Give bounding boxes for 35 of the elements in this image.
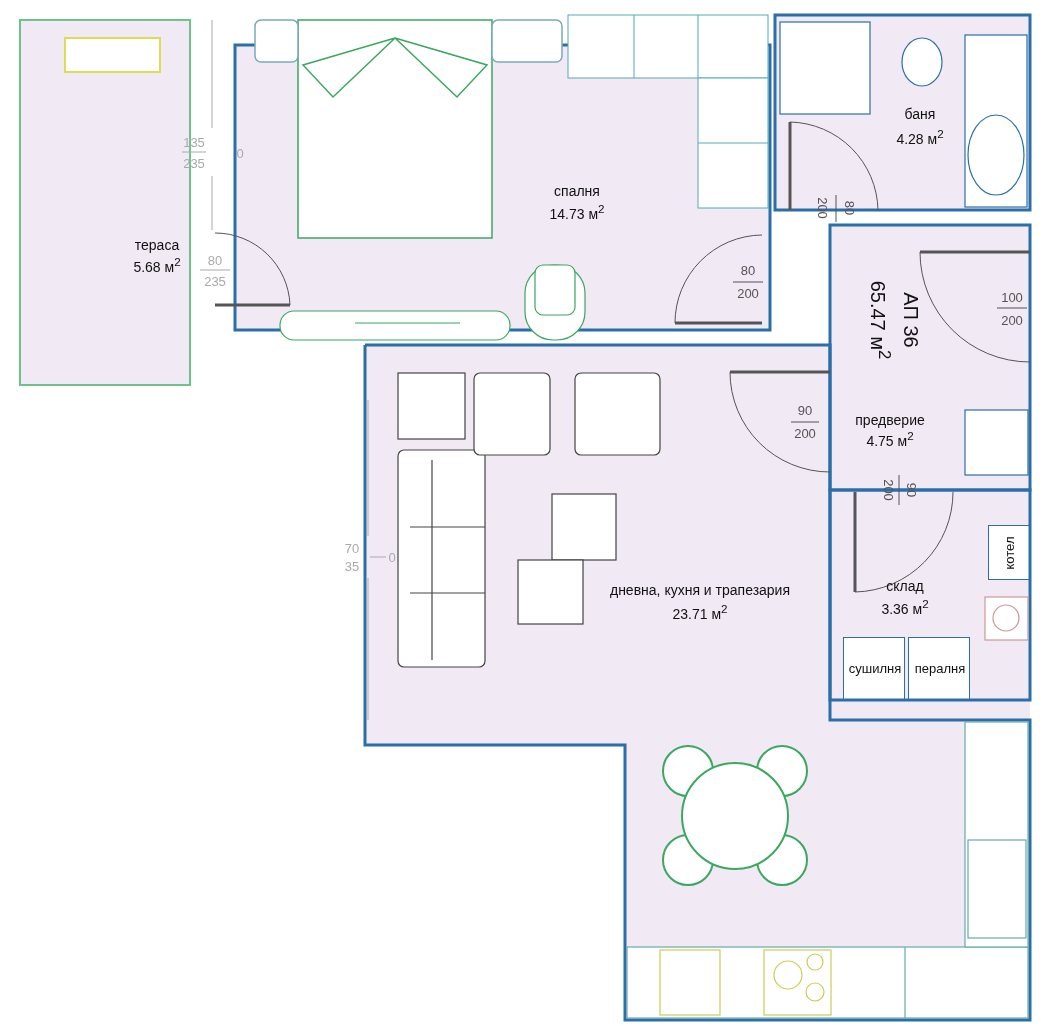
room-area-value: 5.68 м$^{2}$ (133, 256, 181, 276)
window-dimension: 0 (236, 145, 244, 161)
room-area-value: 14.73 м$^{2}$ (549, 203, 605, 223)
room-name: спалня (554, 184, 600, 200)
room-area-value: 4.75 м$^{2}$ (866, 430, 914, 450)
room-name: дневна, кухня и трапезария (609, 583, 791, 599)
appliance-label: котел (1002, 536, 1018, 570)
door-dimension: 80 (841, 200, 857, 216)
door-dimension: 200 (880, 479, 896, 501)
door-dimension: 80 (207, 252, 223, 268)
door-dimension: 100 (1001, 289, 1023, 305)
window-dimension: 0 (388, 549, 396, 565)
door-dimension: 200 (737, 285, 759, 301)
room-area-value: 3.36 м$^{2}$ (881, 598, 929, 618)
room-area-value: 4.28 м$^{2}$ (896, 128, 944, 148)
appliance-label: пералня (914, 661, 966, 677)
window-dimension: 35 (344, 558, 360, 574)
room-name: предверие (855, 413, 925, 429)
room-name: склад (886, 579, 924, 595)
appliance-box (988, 525, 1030, 580)
door-dimension: 235 (204, 273, 226, 289)
door-dimension: 90 (903, 482, 919, 498)
room-name: тераса (134, 238, 180, 254)
appliance-box (908, 637, 970, 700)
door-dimension: 80 (740, 262, 756, 278)
door-dimension: 200 (794, 425, 816, 441)
room-area-value: 23.71 м$^{2}$ (672, 603, 728, 623)
room-name: баня (904, 107, 936, 123)
apartment-number: АП 36 (898, 292, 922, 348)
appliance-box (843, 637, 905, 700)
door-dimension: 200 (814, 197, 830, 219)
door-dimension: 90 (797, 402, 813, 418)
door-dimension: 200 (1001, 312, 1023, 328)
appliance-label: сушилня (848, 661, 902, 677)
window-dimension: 70 (344, 540, 360, 556)
